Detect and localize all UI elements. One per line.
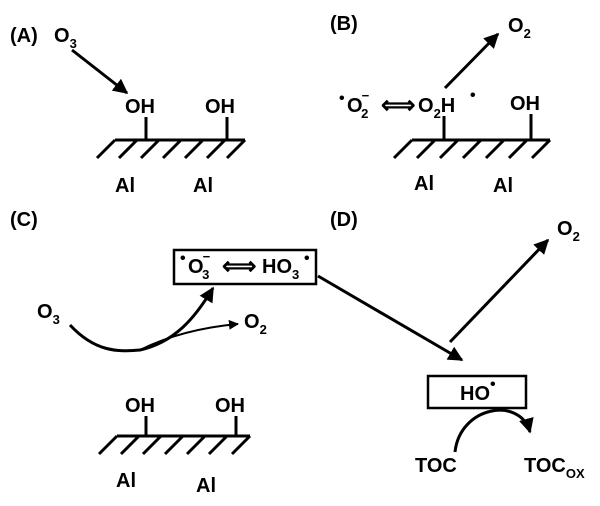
panel-b: (B) O2 • O−2 ⟺ O2H • OH Al Al [330, 13, 552, 197]
panel-b-superoxide: O−2 [347, 88, 370, 121]
panel-c-ozonide: O−3 [188, 249, 211, 282]
panel-b-al-1: Al [414, 173, 434, 195]
panel-d-label: (D) [330, 209, 358, 231]
panel-c-curved-arrow-to-oxygen [139, 319, 239, 351]
panel-b-radical-dot-1: • [339, 90, 345, 107]
panel-d-box-to-hydroxyl-arrow [317, 274, 464, 362]
panel-a-oh-1: OH [125, 96, 155, 118]
panel-c-hydrogen-trioxide: HO3 [262, 256, 299, 282]
panel-d-toc-ox: TOCOX [524, 455, 585, 481]
panel-a-ozone: O3 [54, 25, 77, 51]
panel-c-radical-dot-2: • [304, 250, 310, 267]
panel-c-label: (C) [10, 209, 38, 231]
panel-b-label: (B) [330, 13, 358, 35]
panel-c-radical-box [172, 248, 318, 286]
panel-c-al-2: Al [196, 475, 216, 497]
panel-c-al-1: Al [116, 470, 136, 492]
panel-a-al-2: Al [193, 175, 213, 197]
panel-d-toc: TOC [415, 455, 457, 477]
panel-b-oxygen-release-arrow [443, 32, 500, 90]
panel-a-alumina-surface [95, 138, 247, 160]
panel-c-equilibrium-arrow: ⟺ [222, 253, 256, 280]
panel-d-oxygen-release-arrow [448, 238, 550, 344]
panel-a: (A) O3 OH OH Al Al [10, 25, 247, 197]
panel-c-curved-arrow-to-box [68, 286, 215, 353]
panel-b-oh: OH [510, 93, 540, 115]
panel-b-hydroperoxyl: O2H [418, 95, 455, 121]
panel-b-oxygen: O2 [508, 15, 531, 41]
panel-d-hydroxyl-box [426, 374, 528, 410]
panel-c-radical-dot-1: • [180, 250, 186, 267]
panel-c: (C) • O−3 ⟺ HO3 • O3 O2 OH OH Al Al [10, 209, 318, 497]
panel-d: (D) O2 HO • TOC TOCOX [317, 209, 585, 481]
panel-c-oxygen: O2 [244, 311, 267, 337]
panel-b-alumina-surface [392, 138, 552, 160]
panel-b-al-2: Al [493, 175, 513, 197]
panel-a-oh-2: OH [205, 96, 235, 118]
panel-d-radical-dot: • [490, 376, 496, 393]
panel-b-equilibrium-arrow: ⟺ [381, 92, 415, 119]
panel-c-ozone: O3 [37, 301, 60, 327]
panel-d-oxygen: O2 [557, 218, 580, 244]
panel-b-radical-dot-2: • [470, 87, 476, 104]
panel-c-oh-2: OH [215, 395, 245, 417]
panel-a-attack-arrow [71, 48, 129, 95]
panel-c-oh-1: OH [125, 395, 155, 417]
panel-c-alumina-surface [97, 434, 252, 456]
panel-a-al-1: Al [115, 175, 135, 197]
panel-d-hydroxyl: HO [460, 383, 490, 405]
panel-d-oxidation-arrow [453, 408, 534, 453]
panel-a-label: (A) [10, 25, 38, 47]
